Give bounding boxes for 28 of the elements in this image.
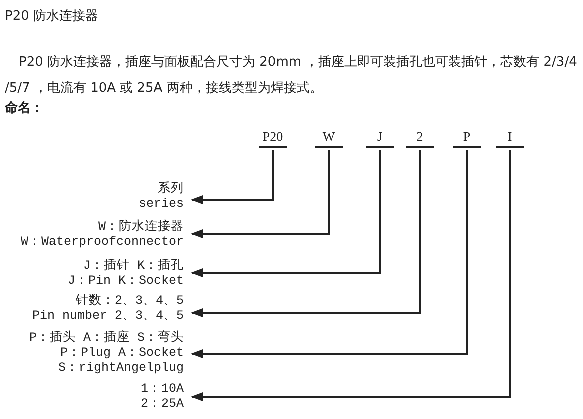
paragraph: P20 防水连接器，插座与面板配合尺寸为 20mm ，插座上即可装插孔也可装插针，芯数有 2/3/4 /5/7 ，电流有 10A 或 25A 两种，接线类型为焊接式。 xyxy=(5,54,578,98)
code-letter: W xyxy=(315,128,343,148)
section-heading: 命名： xyxy=(5,100,44,117)
code-letter: I xyxy=(496,128,524,148)
description-text: 1：10A xyxy=(140,382,184,397)
arrow xyxy=(191,150,421,318)
description-text: J：Pin K：Socket xyxy=(68,274,184,289)
code-letter: P xyxy=(453,128,481,148)
description-text: S：rightAngelplug xyxy=(57,361,184,376)
description-text: P：Plug A：Socket xyxy=(59,346,184,361)
arrow xyxy=(191,150,381,278)
description-text: P：插头 A：插座 S：弯头 xyxy=(29,331,184,346)
description-text: J：插针 K：插孔 xyxy=(82,259,184,274)
description-text: Pin number 2、3、4、5 xyxy=(32,309,184,324)
arrow xyxy=(191,150,468,358)
description-text: 针数：2、3、4、5 xyxy=(74,294,184,309)
arrow xyxy=(191,150,274,204)
description-text: 2：25A xyxy=(140,397,184,412)
code-letter: P20 xyxy=(259,128,287,148)
description-text: series xyxy=(138,197,184,212)
description-text: W：防水连接器 xyxy=(97,220,184,235)
heading: P20 防水连接器 xyxy=(5,8,99,25)
description-text: 系列 xyxy=(157,182,184,197)
arrow xyxy=(191,150,511,402)
arrow xyxy=(191,150,330,238)
description-text: W：Waterproofconnector xyxy=(20,235,184,250)
code-letter: J xyxy=(366,128,394,148)
code-letter: 2 xyxy=(406,128,434,148)
